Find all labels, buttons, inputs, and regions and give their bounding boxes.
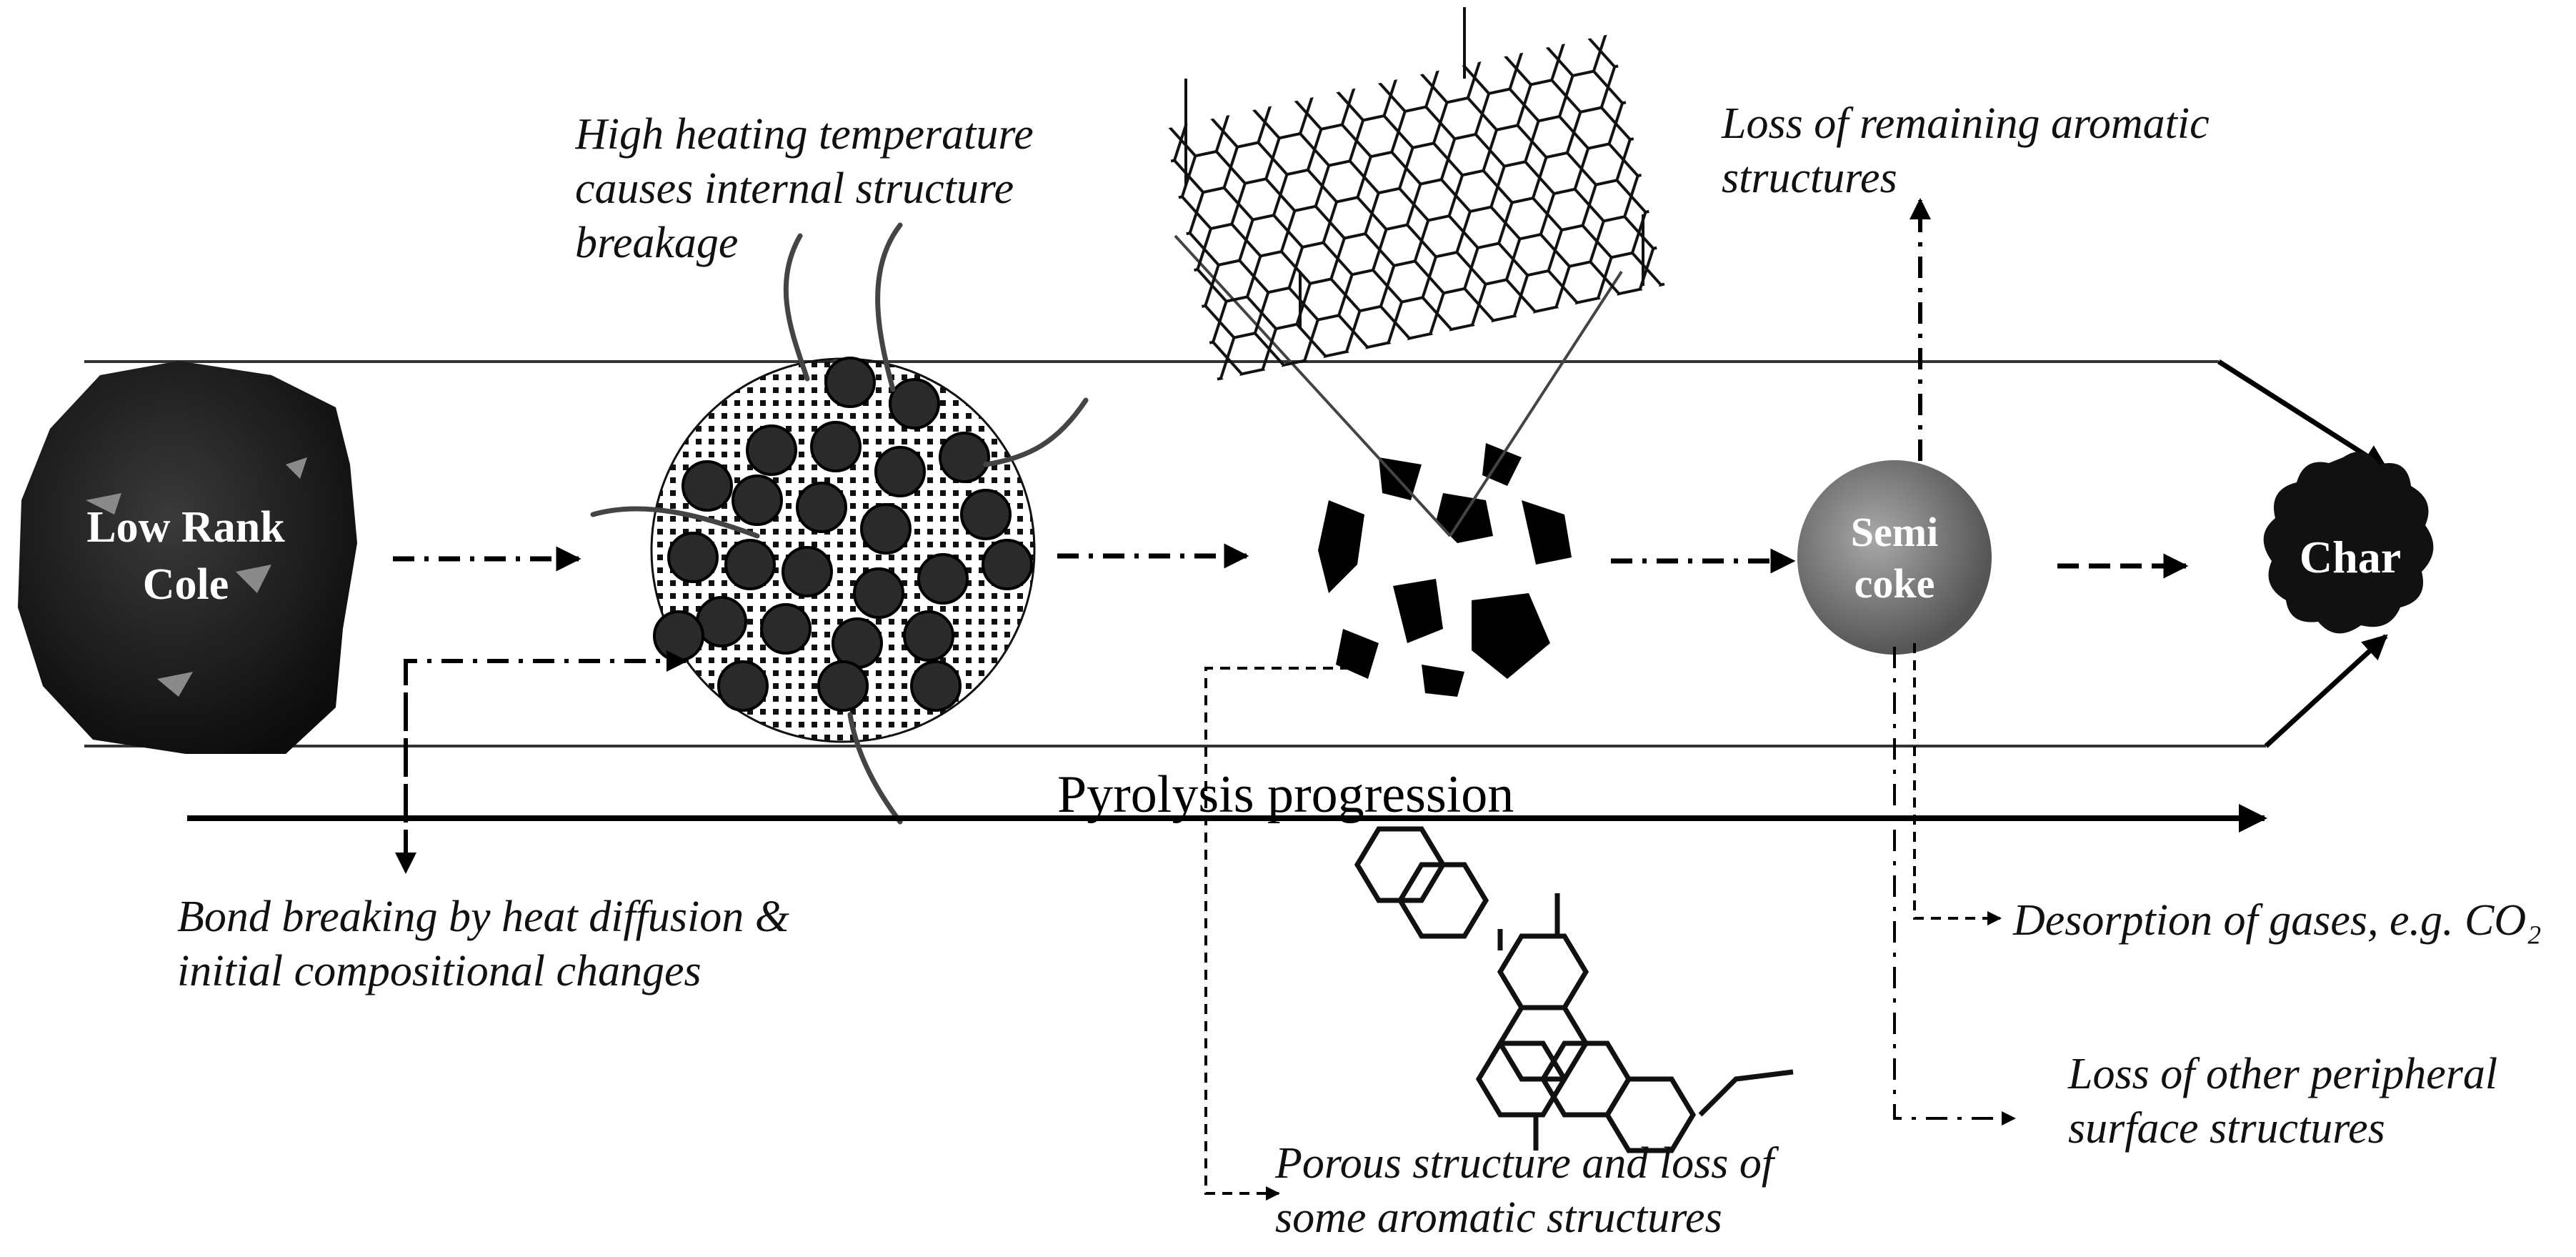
heated-particle-cluster [590, 222, 1089, 825]
annotation-peripheral-line1: Loss of other peripheral [2068, 1050, 2498, 1098]
annotation-porous-line1: Porous structure and loss of [1275, 1139, 1774, 1188]
annotation-porous-line2: some aromatic structures [1275, 1193, 1722, 1242]
pyrolysis-channel [84, 359, 2388, 748]
low-rank-coal-image [18, 361, 357, 754]
annotation-heating-line3: breakage [575, 219, 739, 267]
low-rank-coal-label-line1: Low Rank [86, 503, 285, 552]
low-rank-coal-label: Low Rank Cole [29, 475, 343, 637]
annotation-bond-breaking: Bond breaking by heat diffusion & initia… [177, 890, 789, 998]
semi-coke-label-line1: Semi [1850, 509, 1939, 555]
char-particle [2263, 452, 2434, 634]
annotation-peripheral-line2: surface structures [2068, 1104, 2385, 1153]
annotation-peripheral: Loss of other peripheral surface structu… [2068, 1047, 2497, 1156]
annotation-desorption: Desorption of gases, e.g. CO₂ [2013, 896, 2542, 945]
annotation-loss-remaining-line2: structures [1722, 154, 1897, 202]
char-label: Char [2299, 532, 2402, 582]
annotation-heating-line2: causes internal structure [575, 164, 1014, 213]
porous-structure [1174, 234, 1623, 700]
annotation-bond-breaking-line2: initial compositional changes [177, 947, 702, 995]
stage-flow-arrows [393, 543, 2189, 579]
aromatic-fragment-bottom [1354, 826, 1794, 1153]
annotation-loss-remaining: Loss of remaining aromatic structures [1722, 96, 2210, 205]
annotation-heating-line1: High heating temperature [575, 110, 1034, 159]
annotation-loss-remaining-line1: Loss of remaining aromatic [1722, 99, 2210, 148]
annotation-heating: High heating temperature causes internal… [575, 107, 1034, 272]
low-rank-coal-label-line2: Cole [142, 560, 229, 609]
annotation-leaders [395, 198, 2016, 1201]
semi-coke-label: Semi coke [1823, 486, 1966, 630]
aromatic-network-top [1164, 7, 1665, 381]
pyrolysis-progression-label: Pyrolysis progression [1057, 765, 1514, 824]
semi-coke-particle [1797, 460, 1992, 655]
annotation-porous: Porous structure and loss of some aromat… [1275, 1136, 1774, 1245]
annotation-bond-breaking-line1: Bond breaking by heat diffusion & [177, 893, 789, 941]
semi-coke-label-line2: coke [1854, 560, 1935, 607]
